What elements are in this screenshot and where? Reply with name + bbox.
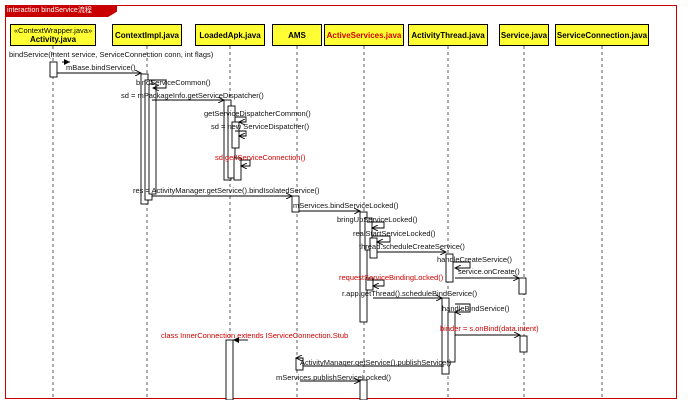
message-label: mBase.bindService() xyxy=(66,63,136,72)
lifeline-head-activitythread: ActivityThread.java xyxy=(408,24,488,46)
activation-bar xyxy=(359,211,368,323)
message-label: class InnerConnection extends IServiceCo… xyxy=(161,331,349,340)
activation-bar xyxy=(233,157,242,181)
message-arrow xyxy=(235,130,247,136)
message-arrow xyxy=(453,261,471,268)
message-label: thread.scheduleCreateService() xyxy=(359,242,465,251)
lifeline-name: Activity.java xyxy=(29,35,77,44)
frame-title: interaction bindService流程 xyxy=(7,7,92,14)
message-arrow xyxy=(455,303,471,312)
message-label: mServices.publishServiceLocked() xyxy=(276,373,392,382)
message-label: res = ActivityManager.getService().bindI… xyxy=(133,186,320,195)
lifeline-head-service: Service.java xyxy=(499,24,549,46)
lifeline-name: AMS xyxy=(288,30,306,40)
message-label: r.app.getThread().scheduleBindService() xyxy=(342,289,478,298)
message-arrow xyxy=(372,235,391,242)
lifeline-name: ContextImpl.java xyxy=(114,30,179,40)
lifeline-name: LoadedApk.java xyxy=(199,30,261,40)
message-label: handleBindService() xyxy=(442,304,510,313)
message-label: realStartServiceLocked() xyxy=(353,229,436,238)
lifeline-head-activity: «ContextWrapper.java»Activity.java xyxy=(10,24,96,46)
message-arrow xyxy=(239,159,251,166)
message-label: bindServiceCommon() xyxy=(136,78,211,87)
message-arrow xyxy=(296,358,444,367)
activation-bar xyxy=(359,379,368,400)
message-arrow xyxy=(235,116,247,122)
lifeline-head-serviceconnection: ServiceConnection.java xyxy=(555,24,649,46)
message-label: sd = new ServiceDispatcher() xyxy=(211,122,310,131)
message-label: getServiceDispatcherCommon() xyxy=(204,109,311,118)
interaction-frame-tab xyxy=(5,5,117,17)
activation-bar xyxy=(369,237,378,259)
interaction-frame xyxy=(5,5,677,399)
message-arrow xyxy=(367,221,385,228)
activation-bar xyxy=(518,277,527,295)
message-label: sd.getIServiceConnection() xyxy=(215,153,306,162)
activation-bar xyxy=(447,311,456,363)
lifeline-head-contextimpl: ContextImpl.java xyxy=(112,24,182,46)
message-label: bindService(Intent service, ServiceConne… xyxy=(9,50,214,59)
lifeline-name: ActivityThread.java xyxy=(411,30,485,40)
activation-bar xyxy=(445,253,454,283)
message-arrow xyxy=(149,79,167,88)
lifeline-head-loadedapk: LoadedApk.java xyxy=(195,24,265,46)
activation-bar xyxy=(225,339,234,400)
message-label: service.onCreate() xyxy=(458,267,520,276)
message-label: binder = s.onBind(data.intent) xyxy=(440,324,539,333)
message-label: bringUpServiceLocked() xyxy=(337,215,418,224)
message-label: sd = mPackageInfo.getServiceDispatcher() xyxy=(121,91,264,100)
activation-bar xyxy=(291,195,300,213)
activation-bar xyxy=(519,335,528,353)
activation-bar xyxy=(49,61,58,78)
lifeline-name: ServiceConnection.java xyxy=(556,30,648,40)
message-label: requestServiceBindingLocked() xyxy=(339,273,444,282)
activation-bar xyxy=(364,217,373,251)
lifeline-head-ams: AMS xyxy=(272,24,322,46)
lifeline-stereotype: «ContextWrapper.java» xyxy=(13,26,93,35)
lifeline-name: Service.java xyxy=(500,30,548,40)
lifeline-head-activeservices: ActiveServices.java xyxy=(324,24,404,46)
message-label: handleCreateService() xyxy=(437,255,513,264)
activation-bar xyxy=(148,83,157,195)
message-label: ActivityManager.getService().publishServ… xyxy=(300,358,452,367)
message-arrow xyxy=(367,279,385,286)
message-label: mServices.bindServiceLocked() xyxy=(293,201,399,210)
lifeline-name: ActiveServices.java xyxy=(326,30,402,40)
